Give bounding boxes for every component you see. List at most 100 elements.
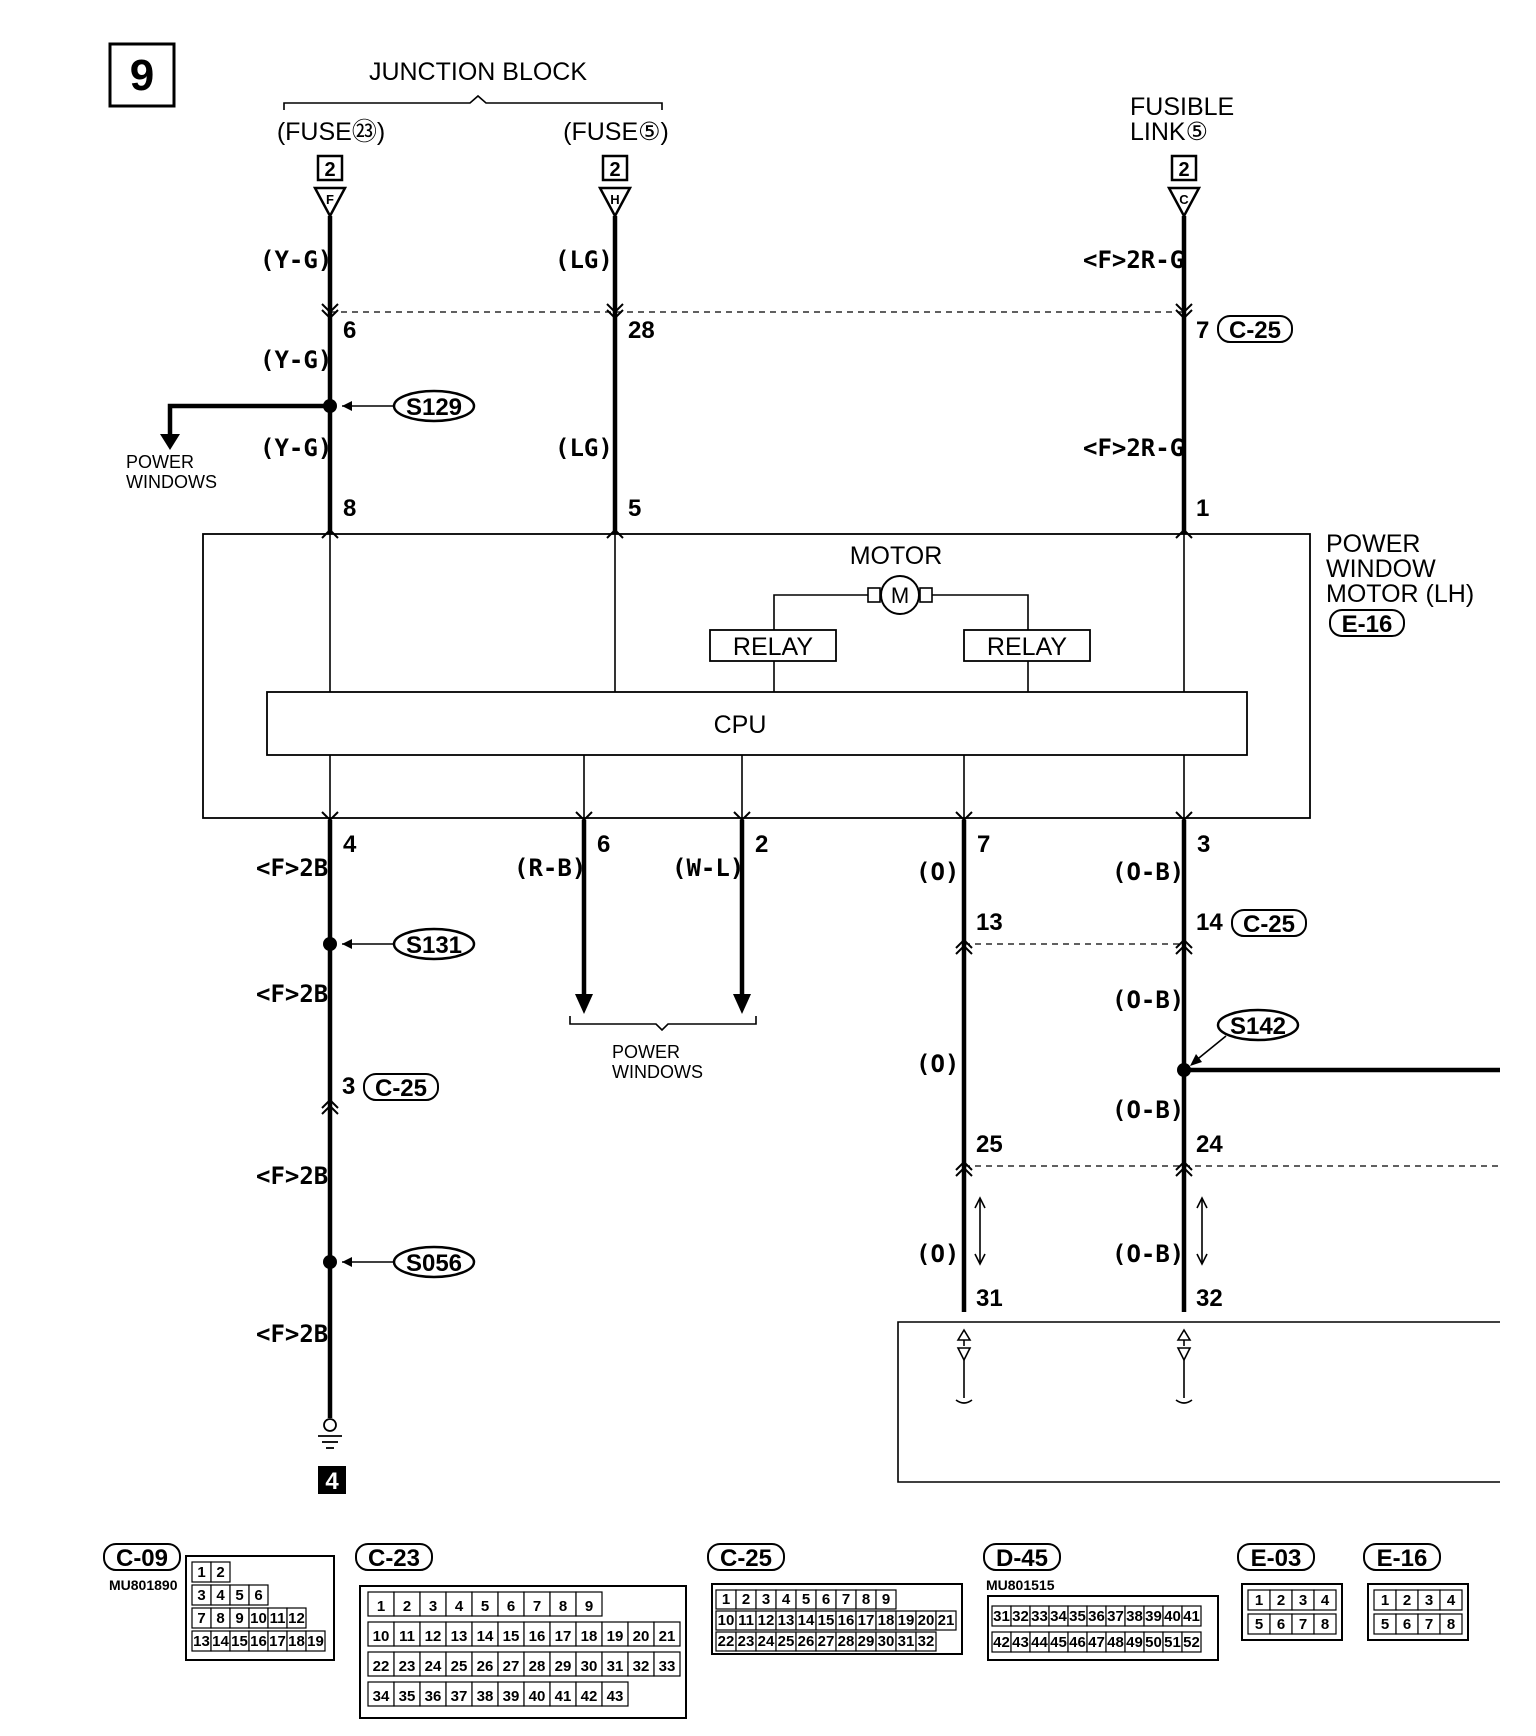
fuse-5-label: (FUSE⑤) (563, 118, 669, 146)
wire-label-f2rg-1: <F>2R-G (1083, 246, 1184, 274)
pin-chevrons-lower (955, 1160, 1193, 1177)
pin-7: 7 (1196, 317, 1209, 344)
pin-1: 1 (1196, 495, 1209, 522)
connector-pin-label: 37 (1107, 1608, 1124, 1625)
wire-label-lg-1: (LG) (555, 246, 613, 274)
connector-pin-label: 41 (555, 1688, 572, 1705)
connector-cell (875, 1589, 897, 1610)
connector-pin-label: 4 (216, 1587, 225, 1604)
connector-pin-label: 43 (1012, 1634, 1029, 1651)
wire-label-rb: (R-B) (514, 854, 586, 882)
connector-cell (523, 1651, 551, 1677)
connector-pin-label: 29 (555, 1658, 572, 1675)
connector-pin-label: 39 (503, 1688, 520, 1705)
svg-text:C-09: C-09 (116, 1545, 168, 1572)
svg-text:2: 2 (609, 159, 620, 181)
connector-pin-label: 1 (197, 1564, 205, 1581)
connector-cell (1181, 1605, 1202, 1627)
connector-cell (523, 1621, 551, 1647)
connector-pin-label: 5 (802, 1591, 810, 1608)
connector-pin-label: 4 (455, 1598, 464, 1615)
connector-pin-label: 5 (481, 1598, 489, 1615)
svg-text:2: 2 (324, 159, 335, 181)
connector-pin-label: 32 (1012, 1608, 1029, 1625)
wire-label-f2rg-2: <F>2R-G (1083, 434, 1184, 462)
splice-s131: S131 (392, 927, 476, 961)
connector-pin-label: 26 (798, 1633, 815, 1650)
connector-pin-label: 2 (1277, 1592, 1285, 1609)
connector-pin-label: 32 (633, 1658, 650, 1675)
svg-text:S142: S142 (1230, 1013, 1286, 1040)
pin-6b: 6 (597, 831, 610, 858)
connector-cell (497, 1651, 525, 1677)
svg-text:E-03: E-03 (1251, 1545, 1302, 1572)
connector-pin-label: 28 (838, 1633, 855, 1650)
connector-pin-label: 51 (1164, 1634, 1181, 1651)
connector-cell (367, 1591, 395, 1617)
wire-label-ob-3: (O-B) (1112, 1096, 1184, 1124)
connector-pin-label: 7 (197, 1610, 205, 1627)
connector-pin-label: 3 (197, 1587, 205, 1604)
connector-pin-label: 15 (231, 1633, 248, 1650)
pin-2: 2 (755, 831, 768, 858)
connector-pin-label: 4 (782, 1591, 791, 1608)
connector-pin-label: 49 (1126, 1634, 1143, 1651)
connector-pin-label: 12 (425, 1628, 442, 1645)
connector-pin-label: 47 (1088, 1634, 1105, 1651)
connector-pin-label: 34 (1050, 1608, 1067, 1625)
pin-24: 24 (1196, 1131, 1223, 1158)
ground-icon (318, 1418, 342, 1449)
svg-text:E-16: E-16 (1342, 611, 1393, 638)
connector-pin-label: 20 (633, 1628, 650, 1645)
connector-pin-label: 10 (373, 1628, 390, 1645)
pin-chevrons-left (321, 1098, 339, 1115)
connector-pin-label: 6 (254, 1587, 262, 1604)
connector-pin-label: 14 (212, 1633, 229, 1650)
svg-text:E-16: E-16 (1377, 1545, 1428, 1572)
connector-pin-label: 3 (429, 1598, 437, 1615)
connector-pin-label: 13 (451, 1628, 468, 1645)
connector-cell (575, 1621, 603, 1647)
connector-pin-label: 33 (1031, 1608, 1048, 1625)
connector-pin-label: 8 (862, 1591, 870, 1608)
connector-pin-label: 24 (425, 1658, 442, 1675)
splice-s142-dot (1177, 1063, 1191, 1077)
connector-cell (305, 1630, 326, 1652)
splice-s129: S129 (392, 389, 476, 423)
relay-right: RELAY (963, 629, 1091, 662)
svg-text:RELAY: RELAY (733, 633, 813, 661)
connector-cell (627, 1621, 655, 1647)
connector-cell (1313, 1589, 1337, 1611)
connector-pin-label: 9 (882, 1591, 890, 1608)
connector-pin-label: 42 (993, 1634, 1010, 1651)
connector-cell (935, 1610, 957, 1631)
page-number: 9 (130, 51, 154, 100)
connector-cell (419, 1591, 447, 1617)
connector-cell (419, 1651, 447, 1677)
wire-label-wl: (W-L) (672, 854, 744, 882)
connector-cell (471, 1651, 499, 1677)
connector-pin-label: 2 (742, 1591, 750, 1608)
splice-s142: S142 (1216, 1008, 1300, 1042)
connector-pin-label: 8 (559, 1598, 567, 1615)
connector-pin-label: 35 (1069, 1608, 1086, 1625)
connector-cell (367, 1621, 395, 1647)
connector-pin-label: 6 (507, 1598, 515, 1615)
connector-cell (523, 1591, 551, 1617)
connector-pin-label: 8 (1447, 1616, 1455, 1633)
wire-label-yg-3: (Y-G) (260, 434, 332, 462)
wire-label-ob-2: (O-B) (1112, 986, 1184, 1014)
connector-pin-label: 27 (503, 1658, 520, 1675)
connector-cell (601, 1621, 629, 1647)
connector-pin-label: 6 (1403, 1616, 1411, 1633)
terminal-h: 2 H (597, 154, 633, 219)
connector-pin-label: 7 (842, 1591, 850, 1608)
motor-box-title-3: MOTOR (LH) (1326, 580, 1474, 608)
svg-text:D-45: D-45 (996, 1545, 1048, 1572)
power-windows-label-2b: WINDOWS (612, 1062, 703, 1082)
pin-chevrons-box-top (321, 528, 1193, 539)
connector-cell (549, 1621, 577, 1647)
